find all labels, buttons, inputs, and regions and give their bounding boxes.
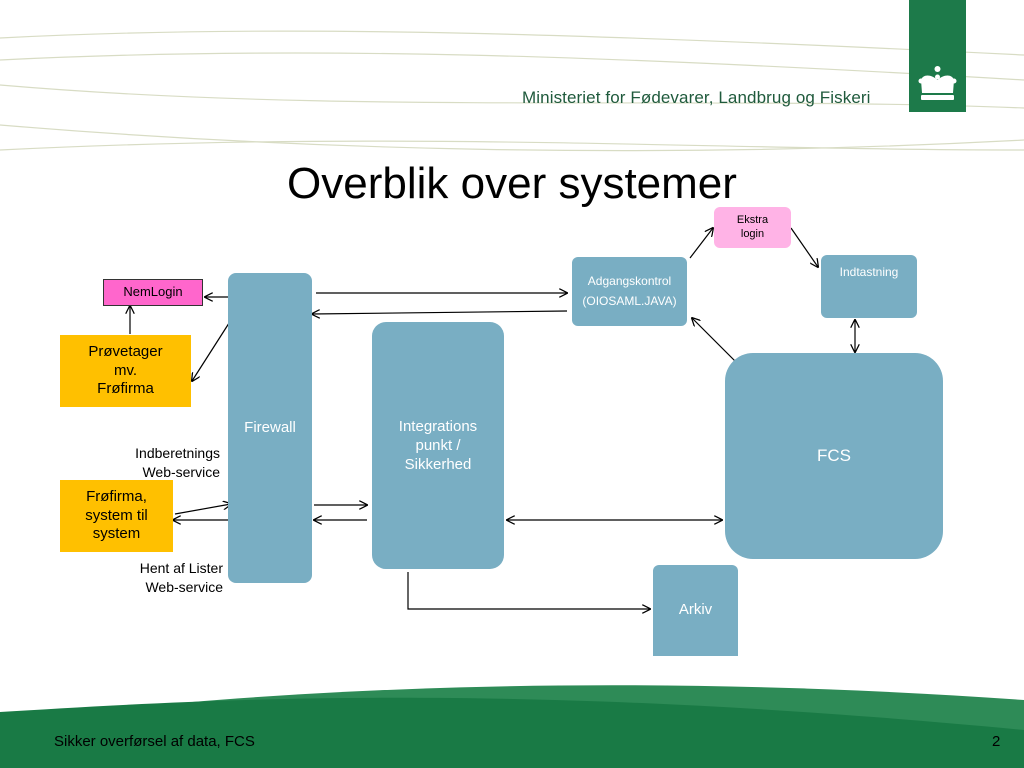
firewall-label: Firewall xyxy=(244,419,296,436)
indberetning-label: Indberetnings Web-service xyxy=(100,444,220,482)
adgangskontrol-line-1: Adgangskontrol xyxy=(587,274,672,289)
integration-line-2: punkt / xyxy=(415,436,461,454)
hent-label: Hent af Lister Web-service xyxy=(100,559,223,597)
integration-line-3: Sikkerhed xyxy=(404,455,472,473)
indtastning-box: Indtastning xyxy=(821,255,917,318)
footer-band xyxy=(0,697,1024,768)
ekstra-line-2: login xyxy=(740,227,765,240)
arrow-firewall-provetager xyxy=(192,319,232,381)
provetager-line-1: Prøvetager xyxy=(88,342,163,360)
arkiv-box: Arkiv xyxy=(653,565,738,656)
arrow-fcs-adgang xyxy=(692,318,741,367)
hent-label-line-2: Web-service xyxy=(145,579,223,595)
frofirma-line-1: Frøfirma, xyxy=(86,487,147,505)
crown-icon xyxy=(918,66,957,100)
indtastning-label: Indtastning xyxy=(839,265,899,279)
ministry-logo xyxy=(909,0,966,112)
arrow-ekstra-indtastning xyxy=(790,227,818,267)
page-title: Overblik over systemer xyxy=(287,159,737,208)
ekstra-line-1: Ekstra xyxy=(736,214,769,227)
integration-line-1: Integrations xyxy=(398,418,478,435)
firewall-box: Firewall xyxy=(228,273,312,583)
indberetning-label-line-2: Web-service xyxy=(142,464,220,480)
fcs-box: FCS xyxy=(725,353,943,559)
arrow-frofirma-firewall xyxy=(174,504,231,515)
adgangskontrol-box: Adgangskontrol (OIOSAML.JAVA) xyxy=(572,257,687,326)
frofirma-line-3: system xyxy=(92,525,141,543)
ekstra-login-box: Ekstra login xyxy=(714,207,791,248)
frofirma-system-box: Frøfirma, system til system xyxy=(60,480,173,552)
page-number: 2 xyxy=(992,733,1001,750)
hent-label-line-1: Hent af Lister xyxy=(139,560,223,576)
frofirma-line-2: system til xyxy=(85,506,148,524)
provetager-box: Prøvetager mv. Frøfirma xyxy=(60,335,191,407)
nemlogin-box: NemLogin xyxy=(103,279,203,306)
provetager-line-3: Frøfirma xyxy=(97,380,154,398)
indberetning-label-line-1: Indberetnings xyxy=(135,445,220,461)
arrow-adgang-firewall xyxy=(312,311,568,314)
footer-title: Sikker overførsel af data, FCS xyxy=(54,733,255,750)
arkiv-label: Arkiv xyxy=(678,601,713,619)
provetager-line-2: mv. xyxy=(113,361,138,379)
fcs-label: FCS xyxy=(817,446,851,466)
integration-box: Integrations punkt / Sikkerhed xyxy=(372,322,504,569)
nemlogin-label: NemLogin xyxy=(123,284,183,300)
ministry-name: Ministeriet for Fødevarer, Landbrug og F… xyxy=(522,88,871,107)
adgangskontrol-line-2: (OIOSAML.JAVA) xyxy=(582,293,677,308)
arrow-integration-arkiv xyxy=(407,572,650,609)
arrow-adgang-ekstra xyxy=(689,228,713,259)
